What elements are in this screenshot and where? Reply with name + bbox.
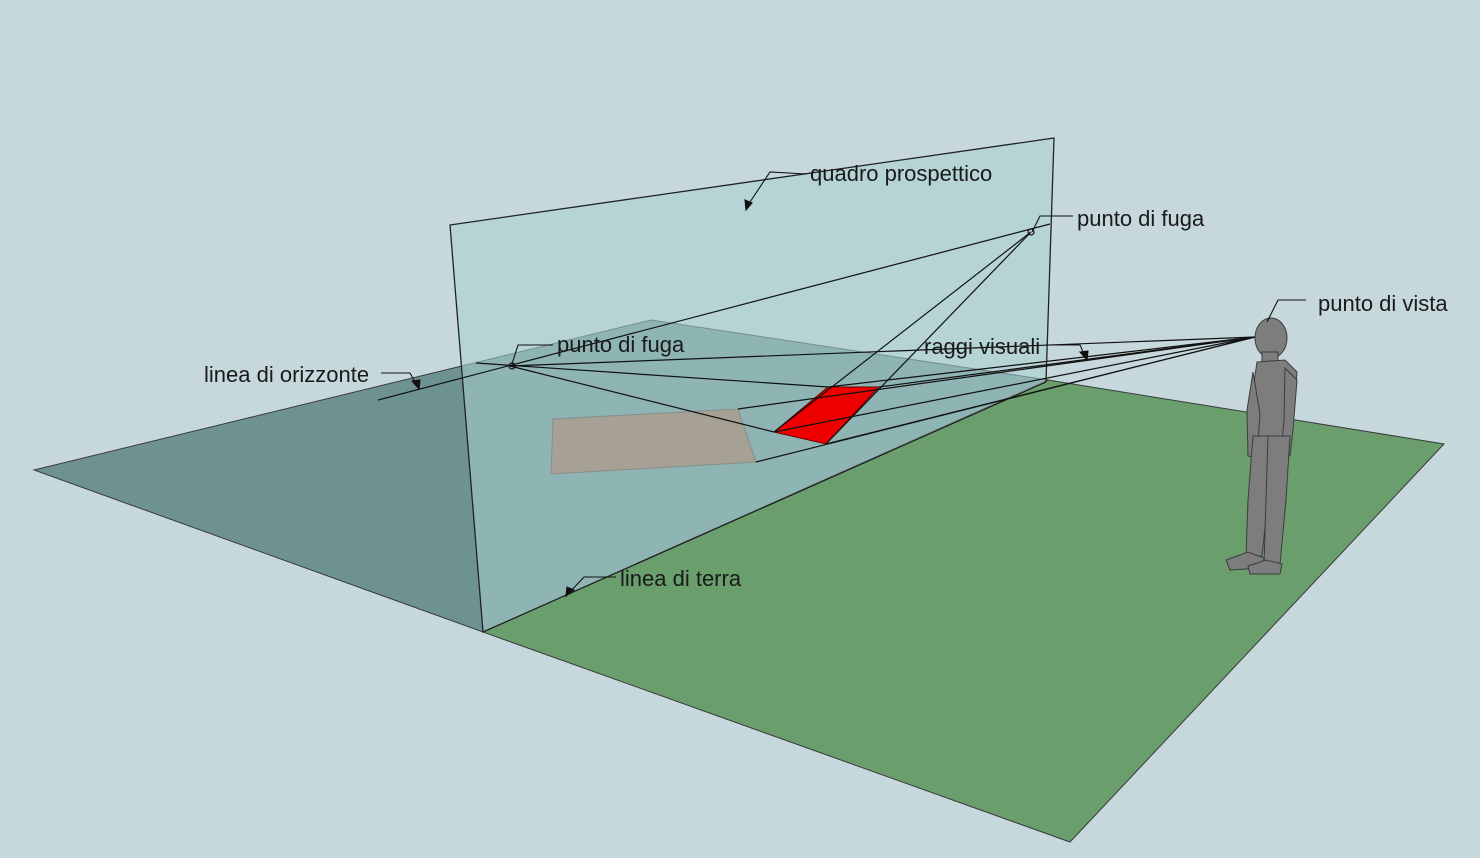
figure-arm	[1280, 366, 1298, 457]
visual-ray	[773, 336, 1256, 433]
leader-lines	[381, 171, 1306, 598]
vanishing-line	[509, 365, 775, 433]
label-vanishing-point-left: punto di fuga	[557, 332, 685, 357]
leader-picture-plane	[745, 171, 807, 209]
visual-ray	[827, 336, 1256, 388]
vanishing-line	[475, 362, 829, 388]
label-visual-rays: raggi visuali	[924, 334, 1040, 359]
vanishing-line	[773, 231, 1032, 433]
vanishing-line	[509, 336, 1256, 367]
arrow-head	[410, 379, 421, 391]
construction-lines	[377, 223, 1256, 463]
label-horizon-line: linea di orizzonte	[204, 362, 369, 387]
visual-ray	[878, 336, 1256, 388]
label-ground-line: linea di terra	[620, 566, 742, 591]
leader-viewpoint	[1266, 299, 1306, 323]
label-picture-plane: quadro prospettico	[810, 161, 992, 186]
label-vanishing-point-right: punto di fuga	[1077, 206, 1205, 231]
arrow-head	[565, 586, 576, 598]
vanishing-point-right-marker	[1027, 228, 1035, 236]
figure-foot	[1247, 559, 1283, 575]
picture-plane	[449, 137, 1055, 633]
leader-ground-line	[567, 576, 616, 595]
leader-vanishing-left	[511, 344, 553, 365]
arrow-head	[744, 199, 753, 212]
observer-figure	[1225, 317, 1298, 575]
leader-vanishing-right	[1031, 215, 1073, 233]
vanishing-line	[825, 231, 1032, 445]
arrow-head	[1078, 350, 1089, 362]
visual-ray	[825, 336, 1256, 445]
label-viewpoint: punto di vista	[1318, 291, 1448, 316]
horizon-line	[377, 223, 1051, 401]
